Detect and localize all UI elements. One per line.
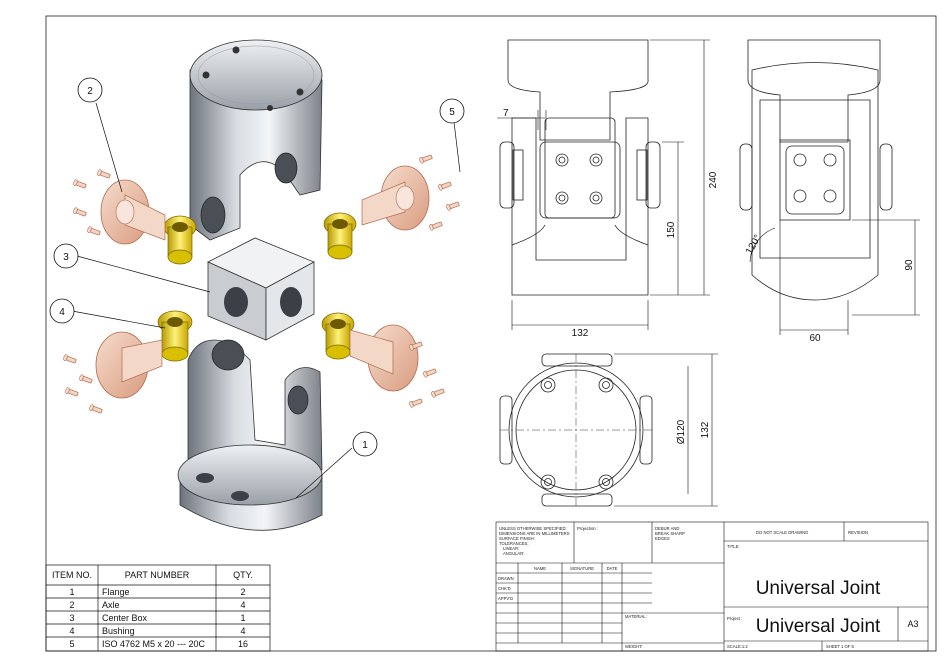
tb-unless-6: ANGULAR:: [503, 551, 524, 556]
bom-header-qty: QTY.: [233, 570, 253, 580]
tb-material: MATERIAL:: [625, 614, 647, 619]
dim-diameter-120: Ø120: [676, 419, 687, 444]
dim-150: 150: [666, 221, 677, 238]
front-view: [499, 39, 661, 296]
dim-90: 90: [904, 259, 915, 271]
bom-row-5-item: 5: [69, 639, 74, 649]
front-view-dimensions: [497, 39, 710, 330]
tb-deburr-2: BREAK SHARP: [655, 531, 685, 536]
bom-row-2-qty: 4: [240, 600, 245, 610]
tb-deburr-1: DEBUR AND: [655, 526, 679, 531]
bom-row-4-part: Bushing: [102, 626, 135, 636]
bom-row-5-part: ISO 4762 M5 x 20 --- 20C: [102, 639, 206, 649]
tb-unless-1: UNLESS OTHERWISE SPECIFIED:: [499, 526, 567, 531]
side-view-dimensions: [749, 219, 920, 335]
bom-row-3-part: Center Box: [102, 613, 148, 623]
bushing-parts: [157, 212, 357, 362]
callout-circles: 2 5 3 4 1: [49, 77, 465, 457]
tb-unless-4: TOLERANCES:: [499, 541, 528, 546]
bom-row-3-qty: 1: [240, 613, 245, 623]
bom-row-1-part: Flange: [102, 587, 130, 597]
dim-120-degree: 120°: [744, 233, 764, 256]
tb-do-not-scale: DO NOT SCALE DRAWING: [756, 530, 808, 535]
dim-132-front: 132: [572, 328, 589, 339]
axle-parts: [95, 165, 430, 399]
dim-60: 60: [809, 333, 821, 344]
bottom-flange-part: [177, 339, 323, 531]
tb-revision: REVISION: [848, 530, 868, 535]
callout-2: 2: [87, 86, 93, 97]
tb-deburr-3: EDGES: [655, 536, 670, 541]
bom-row-3-item: 3: [69, 613, 74, 623]
bom-row-4-qty: 4: [240, 626, 245, 636]
bom-row-5-qty: 16: [238, 639, 248, 649]
tb-projection: Projection :: [577, 526, 598, 531]
top-view-centerlines: [500, 354, 652, 506]
drawing-title: Universal Joint: [756, 578, 881, 599]
tb-project-label: Project :: [727, 616, 742, 621]
isometric-exploded-view: 2 5 3 4 1: [49, 39, 465, 531]
callout-3: 3: [63, 252, 69, 263]
tb-col-name: NAME: [534, 566, 546, 571]
callout-1: 1: [362, 440, 368, 451]
outer-border: [45, 15, 937, 652]
tb-col-signature: SIGNATURE: [570, 566, 594, 571]
title-block: UNLESS OTHERWISE SPECIFIED: DIMENSIONS A…: [495, 521, 929, 652]
dim-240: 240: [708, 171, 719, 188]
tb-row-drawn: DRAWN: [498, 576, 514, 581]
bom-row-4-item: 4: [69, 626, 74, 636]
top-flange-part: [189, 39, 323, 241]
project-name: Universal Joint: [756, 616, 881, 637]
bom-row-1-qty: 2: [240, 587, 245, 597]
side-view: [739, 39, 893, 301]
dim-7: 7: [503, 108, 509, 119]
tb-unless-5: LINEAR:: [503, 546, 519, 551]
tb-row-approved: APPV'D: [498, 596, 513, 601]
tb-size: A3: [907, 619, 918, 629]
bom-row-2-item: 2: [69, 600, 74, 610]
bom-row-1-item: 1: [69, 587, 74, 597]
tb-sheet: SHEET 1 OF 5: [826, 644, 855, 649]
bom-header-item: ITEM NO.: [52, 570, 92, 580]
bom-header-part: PART NUMBER: [125, 570, 190, 580]
tb-unless-3: SURFACE FINISH:: [499, 536, 535, 541]
tb-unless-2: DIMENSIONS ARE IN MILLIMETERS: [499, 531, 570, 536]
bom-row-2-part: Axle: [102, 600, 120, 610]
tb-row-checked: CHK'D: [498, 586, 511, 591]
callout-leaders: [71, 102, 461, 499]
center-box-part: [207, 237, 315, 341]
dim-132-top: 132: [700, 421, 711, 438]
tb-title-label: TITLE:: [727, 544, 740, 549]
top-view-dimensions: [614, 353, 718, 507]
tb-weight: WEIGHT:: [625, 644, 642, 649]
callout-5: 5: [449, 107, 455, 118]
tb-scale: SCALE:1:2: [727, 644, 748, 649]
callout-4: 4: [59, 307, 65, 318]
tb-col-date: DATE: [607, 566, 618, 571]
bill-of-materials: ITEM NO. PART NUMBER QTY. 1 Flange 2 2 A…: [45, 564, 271, 652]
